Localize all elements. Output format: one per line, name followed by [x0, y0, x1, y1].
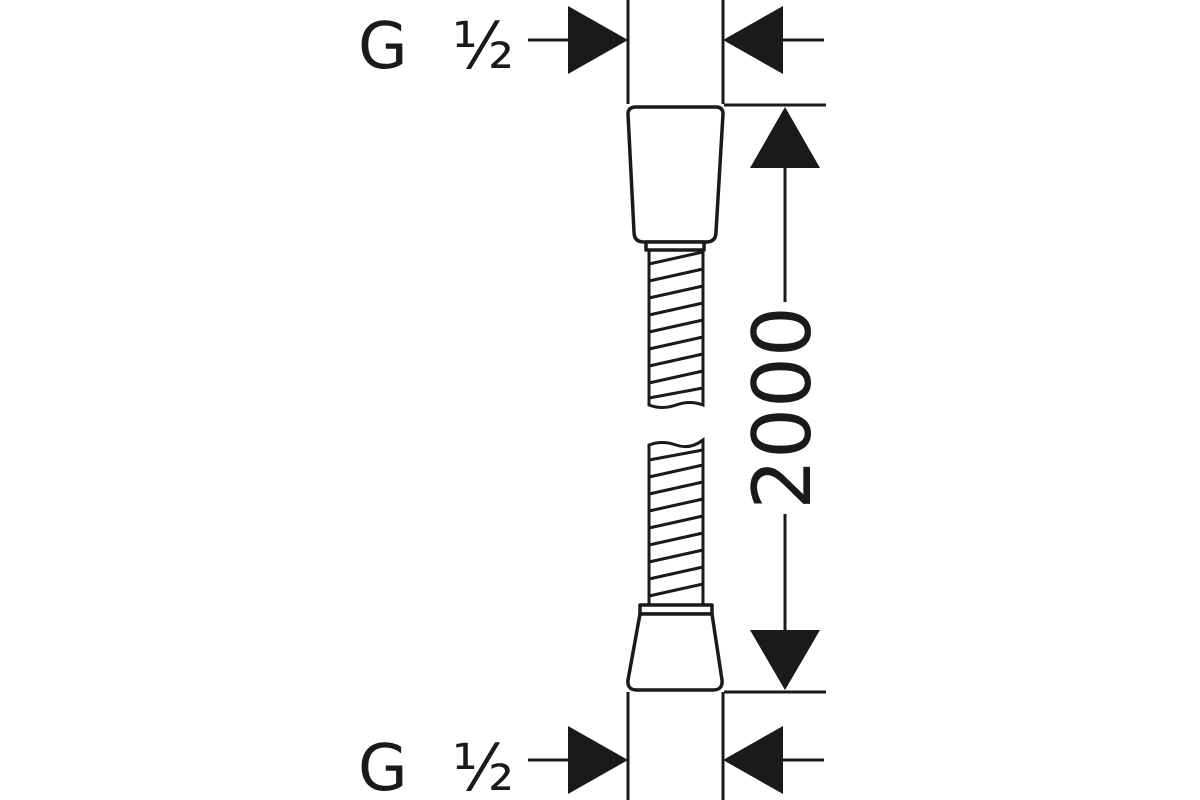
arrow-bottom-right [723, 726, 783, 794]
length-arrow-up [750, 107, 820, 168]
top-nut [626, 105, 725, 244]
width-dimension-bottom [528, 692, 824, 800]
thread-letter-bottom: G [358, 732, 408, 800]
thread-letter-top: G [358, 10, 408, 84]
bottom-nut [626, 612, 724, 692]
thread-label-bottom: G ½ [358, 732, 514, 800]
length-arrow-down [750, 630, 820, 690]
arrow-top-right [723, 6, 783, 74]
thread-size-bottom: ½ [452, 732, 514, 800]
thread-size-top: ½ [452, 10, 514, 84]
length-value: 2000 [736, 306, 829, 510]
lower-coil [647, 436, 705, 605]
upper-coil [647, 250, 705, 409]
length-dimension: 2000 [724, 103, 829, 694]
arrow-bottom-left [568, 726, 628, 794]
width-dimension-top [528, 0, 824, 104]
thread-label-top: G ½ [358, 10, 514, 84]
arrow-top-left [568, 6, 628, 74]
top-collar [644, 240, 706, 252]
hose [626, 105, 725, 692]
